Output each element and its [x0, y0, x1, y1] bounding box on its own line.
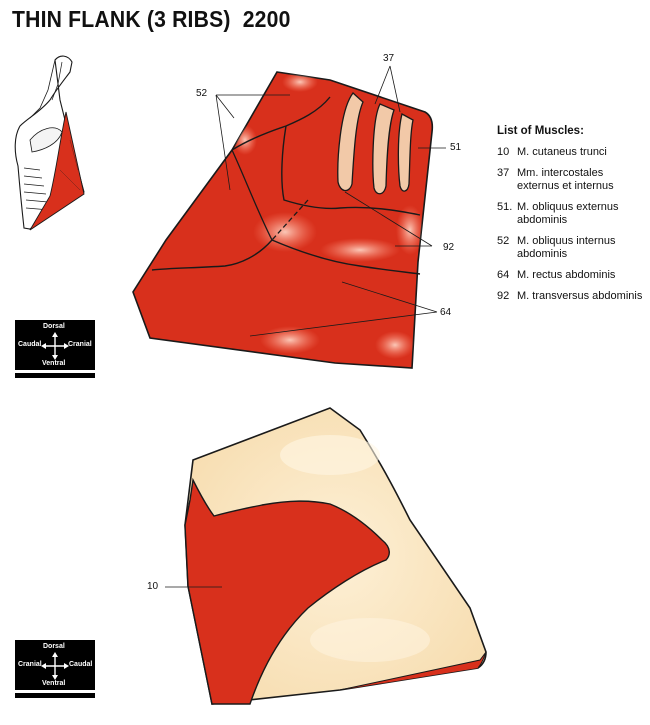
- legend-number: 10: [497, 146, 510, 158]
- compass-dorsal-label: Dorsal: [43, 323, 65, 330]
- orientation-compass-bottom: Dorsal Cranial Caudal Ventral: [15, 640, 95, 698]
- orientation-compass-top: Dorsal Caudal Cranial Ventral: [15, 320, 95, 378]
- compass-left-label: Caudal: [18, 341, 42, 348]
- muscle-legend: List of Muscles: 10 M. cutaneus trunci 3…: [497, 125, 647, 311]
- bottom-specimen-fat-view: [165, 407, 487, 705]
- legend-item: 92 M. transversus abdominis: [497, 290, 647, 303]
- compass-ventral-label: Ventral: [42, 360, 66, 367]
- legend-number: 51.: [497, 201, 513, 213]
- callout-52: 52: [196, 88, 208, 99]
- compass-dorsal-label: Dorsal: [43, 643, 65, 650]
- carcass-locator-diagram: [14, 55, 85, 231]
- legend-name: M. cutaneus trunci: [517, 146, 607, 158]
- legend-name: M. transversus abdominis: [517, 290, 643, 302]
- four-way-arrow-icon: [41, 652, 69, 680]
- compass-right-label: Caudal: [69, 661, 93, 668]
- callout-92: 92: [443, 242, 455, 253]
- callout-51: 51: [450, 142, 462, 153]
- legend-name: M. rectus abdominis: [517, 269, 616, 281]
- callout-64: 64: [440, 307, 452, 318]
- compass-left-label: Cranial: [18, 661, 42, 668]
- legend-heading: List of Muscles:: [497, 125, 584, 137]
- compass-bar: [15, 373, 95, 378]
- four-way-arrow-icon: [41, 332, 69, 360]
- legend-number: 92: [497, 290, 510, 302]
- top-specimen-muscle-view: [132, 65, 446, 369]
- callout-37: 37: [383, 53, 395, 64]
- compass-right-label: Cranial: [68, 341, 92, 348]
- compass-bar: [15, 693, 95, 698]
- callout-10: 10: [147, 581, 159, 592]
- legend-number: 37: [497, 167, 510, 179]
- legend-item: 64 M. rectus abdominis: [497, 269, 647, 282]
- compass-ventral-label: Ventral: [42, 680, 66, 687]
- legend-number: 52: [497, 235, 510, 247]
- page-title: THIN FLANK (3 RIBS) 2200: [12, 6, 291, 32]
- legend-item: 10 M. cutaneus trunci: [497, 146, 647, 159]
- legend-number: 64: [497, 269, 510, 281]
